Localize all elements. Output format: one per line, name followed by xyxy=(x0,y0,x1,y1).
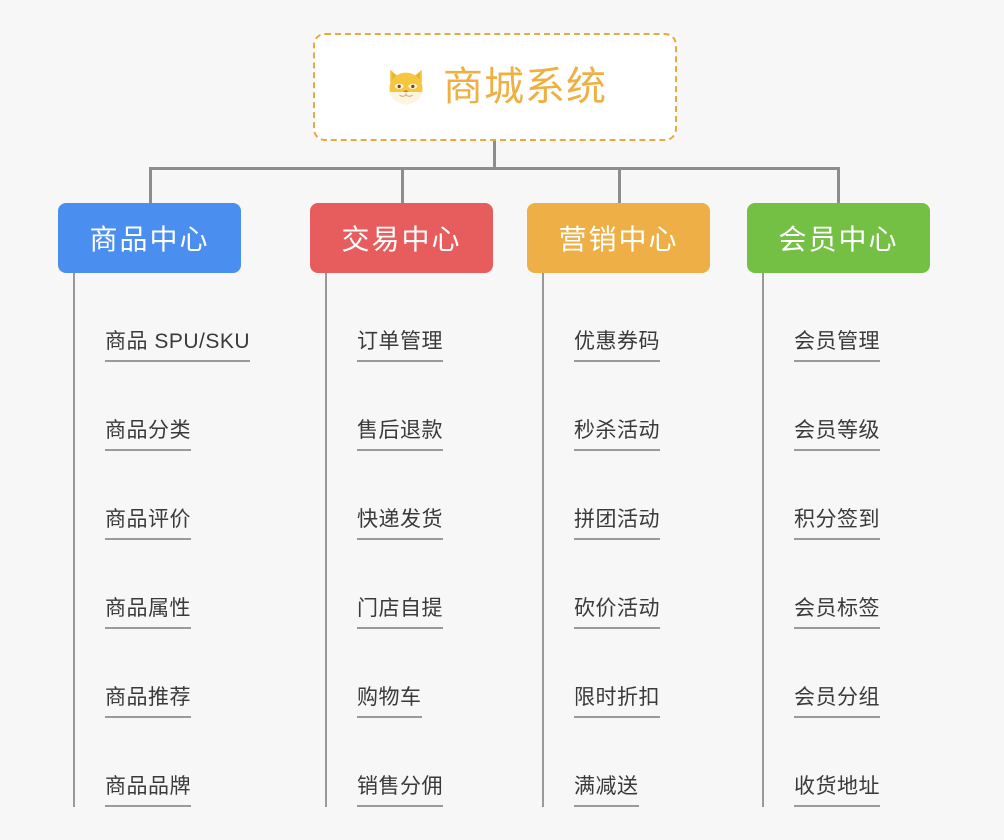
list-item[interactable]: 会员管理 xyxy=(764,273,930,362)
leaf-list-product-center: 商品 SPU/SKU 商品分类 商品评价 商品属性 商品推荐 商品品牌 xyxy=(73,273,251,807)
leaf-label: 商品 SPU/SKU xyxy=(105,330,251,362)
list-item[interactable]: 商品评价 xyxy=(75,451,241,540)
connector-trunk-vertical xyxy=(493,141,496,170)
list-item[interactable]: 收货地址 xyxy=(764,718,930,807)
leaf-list-member-center: 会员管理 会员等级 积分签到 会员标签 会员分组 收货地址 xyxy=(762,273,930,807)
list-item[interactable]: 销售分佣 xyxy=(327,718,493,807)
leaf-label: 收货地址 xyxy=(794,775,880,807)
root-node-title: 商城系统 xyxy=(443,65,607,109)
leaf-label: 购物车 xyxy=(357,686,422,718)
leaf-label: 砍价活动 xyxy=(574,597,660,629)
column-product-center: 商品中心 商品 SPU/SKU 商品分类 商品评价 商品属性 商品推荐 商品品牌 xyxy=(58,203,251,807)
leaf-label: 销售分佣 xyxy=(357,775,443,807)
leaf-label: 秒杀活动 xyxy=(574,419,660,451)
list-item[interactable]: 售后退款 xyxy=(327,362,493,451)
leaf-label: 限时折扣 xyxy=(574,686,660,718)
list-item[interactable]: 会员等级 xyxy=(764,362,930,451)
leaf-label: 商品推荐 xyxy=(105,686,191,718)
list-item[interactable]: 商品推荐 xyxy=(75,629,241,718)
connector-horizontal-bus xyxy=(149,167,838,170)
leaf-label: 会员标签 xyxy=(794,597,880,629)
list-item[interactable]: 拼团活动 xyxy=(544,451,710,540)
list-item[interactable]: 商品品牌 xyxy=(75,718,241,807)
list-item[interactable]: 秒杀活动 xyxy=(544,362,710,451)
list-item[interactable]: 购物车 xyxy=(327,629,493,718)
list-item[interactable]: 商品 SPU/SKU xyxy=(75,273,251,362)
connector-drop-column-3 xyxy=(618,167,621,203)
root-node-mall-system[interactable]: 商城系统 xyxy=(313,33,677,141)
leaf-label: 商品分类 xyxy=(105,419,191,451)
list-item[interactable]: 订单管理 xyxy=(327,273,493,362)
column-header-product-center[interactable]: 商品中心 xyxy=(58,203,241,273)
leaf-label: 会员等级 xyxy=(794,419,880,451)
leaf-label: 订单管理 xyxy=(357,330,443,362)
connector-drop-column-1 xyxy=(149,167,152,203)
leaf-label: 商品属性 xyxy=(105,597,191,629)
connector-drop-column-2 xyxy=(401,167,404,203)
connector-drop-column-4 xyxy=(837,167,840,203)
leaf-label: 拼团活动 xyxy=(574,508,660,540)
leaf-label: 商品评价 xyxy=(105,508,191,540)
column-member-center: 会员中心 会员管理 会员等级 积分签到 会员标签 会员分组 收货地址 xyxy=(747,203,930,807)
list-item[interactable]: 优惠券码 xyxy=(544,273,710,362)
leaf-label: 商品品牌 xyxy=(105,775,191,807)
list-item[interactable]: 商品属性 xyxy=(75,540,241,629)
list-item[interactable]: 门店自提 xyxy=(327,540,493,629)
list-item[interactable]: 砍价活动 xyxy=(544,540,710,629)
column-header-trade-center[interactable]: 交易中心 xyxy=(310,203,493,273)
leaf-list-trade-center: 订单管理 售后退款 快递发货 门店自提 购物车 销售分佣 xyxy=(325,273,493,807)
leaf-label: 售后退款 xyxy=(357,419,443,451)
list-item[interactable]: 会员标签 xyxy=(764,540,930,629)
list-item[interactable]: 积分签到 xyxy=(764,451,930,540)
list-item[interactable]: 商品分类 xyxy=(75,362,241,451)
leaf-label: 快递发货 xyxy=(357,508,443,540)
column-marketing-center: 营销中心 优惠券码 秒杀活动 拼团活动 砍价活动 限时折扣 满减送 xyxy=(527,203,710,807)
column-header-member-center[interactable]: 会员中心 xyxy=(747,203,930,273)
list-item[interactable]: 会员分组 xyxy=(764,629,930,718)
column-header-marketing-center[interactable]: 营销中心 xyxy=(527,203,710,273)
leaf-label: 会员分组 xyxy=(794,686,880,718)
list-item[interactable]: 快递发货 xyxy=(327,451,493,540)
leaf-label: 优惠券码 xyxy=(574,330,660,362)
leaf-label: 会员管理 xyxy=(794,330,880,362)
list-item[interactable]: 限时折扣 xyxy=(544,629,710,718)
shiba-dog-face-icon xyxy=(389,69,423,106)
leaf-list-marketing-center: 优惠券码 秒杀活动 拼团活动 砍价活动 限时折扣 满减送 xyxy=(542,273,710,807)
leaf-label: 积分签到 xyxy=(794,508,880,540)
leaf-label: 门店自提 xyxy=(357,597,443,629)
leaf-label: 满减送 xyxy=(574,775,639,807)
column-trade-center: 交易中心 订单管理 售后退款 快递发货 门店自提 购物车 销售分佣 xyxy=(310,203,493,807)
list-item[interactable]: 满减送 xyxy=(544,718,710,807)
